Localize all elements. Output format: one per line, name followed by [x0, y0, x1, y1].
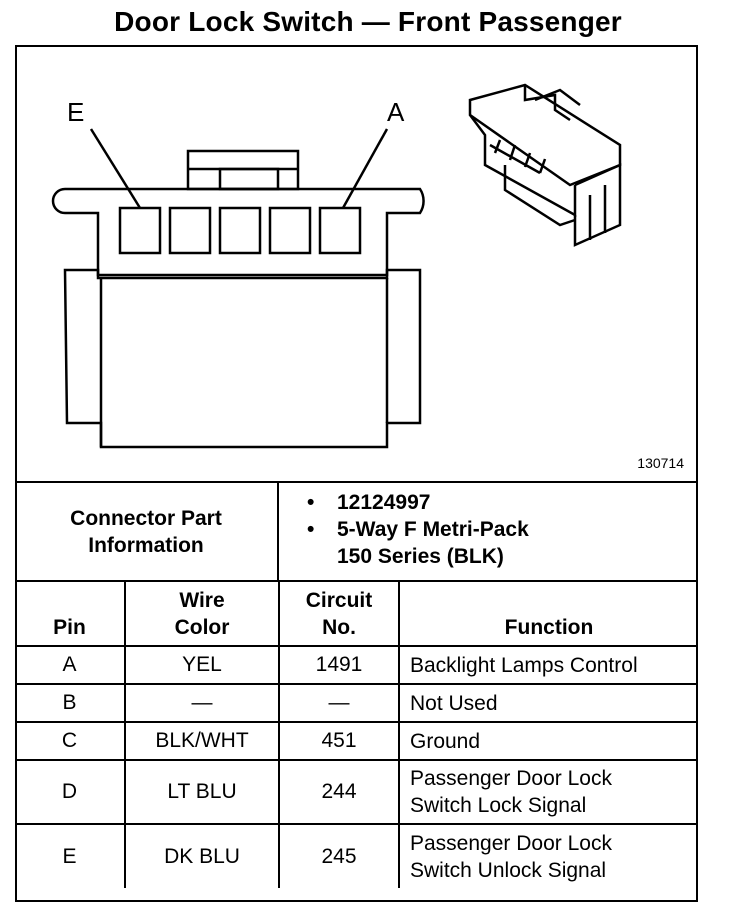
cell-circuit: 244 — [278, 759, 400, 825]
header-circuit-line1: Circuit — [305, 589, 373, 612]
header-wire-line2: Color — [174, 616, 230, 639]
connector-info-label: Connector Part Information — [15, 483, 279, 580]
cell-wire-color: LT BLU — [124, 759, 280, 825]
cell-wire-color: DK BLU — [124, 823, 280, 888]
cavity-c — [218, 206, 262, 255]
connector-type-line1: 5-Way F Metri-Pack — [337, 518, 529, 541]
pin-label-e: E — [67, 97, 85, 127]
leader-line-e — [89, 128, 142, 209]
cell-wire-color: — — [124, 683, 280, 723]
bullet-icon: • — [307, 491, 315, 514]
leader-line-a — [341, 128, 389, 209]
cell-function: Passenger Door Lock Switch Unlock Signal — [398, 823, 698, 888]
connector-diagram: E A 130714 — [15, 45, 698, 482]
cell-function: Not Used — [398, 683, 698, 723]
connector-flange — [51, 187, 425, 277]
header-pin: Pin — [15, 582, 126, 647]
cavity-b — [268, 206, 312, 255]
connector-isometric-drawing — [468, 83, 622, 247]
table-row: E DK BLU 245 Passenger Door Lock Switch … — [15, 823, 698, 888]
cell-function-line2: Switch Lock Signal — [410, 794, 587, 817]
header-circuit-line2: No. — [322, 616, 356, 639]
document-frame — [15, 45, 698, 902]
connector-info-list: • 12124997 • 5-Way F Metri-Pack 150 Seri… — [307, 489, 529, 570]
table-row: D LT BLU 244 Passenger Door Lock Switch … — [15, 759, 698, 825]
cell-wire-color: BLK/WHT — [124, 721, 280, 761]
table-row: A YEL 1491 Backlight Lamps Control — [15, 645, 698, 685]
table-row: B — — Not Used — [15, 683, 698, 723]
cell-pin: C — [15, 721, 126, 761]
connector-info-label-line1: Connector Part — [70, 506, 222, 530]
cell-function: Ground — [398, 721, 698, 761]
cavity-e — [118, 206, 162, 255]
header-wire-color: Wire Color — [124, 582, 280, 647]
header-wire-line1: Wire — [179, 589, 225, 612]
part-number: 12124997 — [337, 491, 431, 514]
cell-pin: B — [15, 683, 126, 723]
connector-info-item: • 12124997 — [307, 489, 529, 516]
cell-function: Backlight Lamps Control — [398, 645, 698, 685]
cell-circuit: 245 — [278, 823, 400, 888]
connector-type-line2: 150 Series (BLK) — [337, 545, 504, 568]
cell-pin: A — [15, 645, 126, 685]
cell-circuit: 451 — [278, 721, 400, 761]
figure-id: 130714 — [637, 455, 684, 471]
connector-info-item: • 5-Way F Metri-Pack 150 Series (BLK) — [307, 516, 529, 570]
cavity-a — [318, 206, 362, 255]
cavity-d — [168, 206, 212, 255]
connector-info-label-line2: Information — [88, 533, 204, 557]
cell-function-line1: Passenger Door Lock — [410, 831, 612, 855]
cell-pin: E — [15, 823, 126, 888]
connector-housing — [63, 268, 422, 449]
table-row: C BLK/WHT 451 Ground — [15, 721, 698, 761]
cell-wire-color: YEL — [124, 645, 280, 685]
connector-face-drawing — [51, 83, 622, 449]
header-function: Function — [398, 582, 698, 647]
header-circuit-no: Circuit No. — [278, 582, 400, 647]
cell-circuit: 1491 — [278, 645, 400, 685]
cell-pin: D — [15, 759, 126, 825]
bullet-icon: • — [307, 518, 315, 541]
pin-table: Pin Wire Color Circuit No. Function A YE… — [15, 582, 698, 888]
cell-circuit: — — [278, 683, 400, 723]
pin-label-a: A — [387, 97, 405, 127]
cell-function-line2: Switch Unlock Signal — [410, 858, 607, 882]
cell-function: Passenger Door Lock Switch Lock Signal — [398, 759, 698, 825]
table-header-row: Pin Wire Color Circuit No. Function — [15, 582, 698, 647]
connector-info-section: Connector Part Information • 12124997 • … — [15, 481, 698, 582]
page-title: Door Lock Switch — Front Passenger — [114, 6, 622, 37]
cell-function-line1: Passenger Door Lock — [410, 767, 612, 790]
